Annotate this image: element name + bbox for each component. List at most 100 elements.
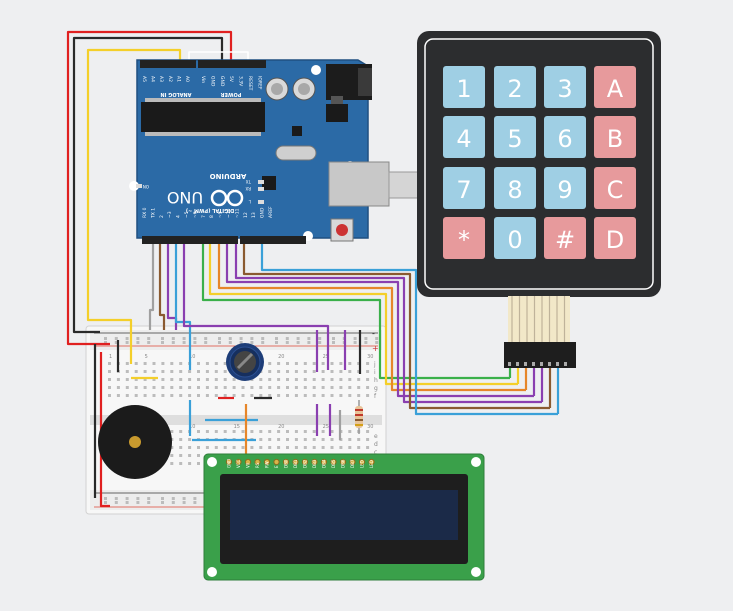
digital-pin: ~10 xyxy=(226,208,232,218)
key-0[interactable]: 0 xyxy=(494,217,536,259)
wire-green-d7 xyxy=(201,244,510,380)
lcd-pin-label: VCC xyxy=(236,459,241,468)
lcd-pin-label: DB1 xyxy=(293,459,298,468)
analog-pin-a2: A2 xyxy=(167,76,173,82)
rail-plus-label: + xyxy=(372,344,379,353)
svg-text:A: A xyxy=(607,75,624,103)
wire-purple-d11 xyxy=(234,244,542,404)
digital-pin: ~3 xyxy=(167,211,173,218)
wire-purple-d6 xyxy=(182,244,330,370)
wire-red-rail-left xyxy=(99,352,110,508)
column-number: 10 xyxy=(189,424,195,430)
lcd-pin-label: RW xyxy=(265,461,270,468)
power-pin: GND xyxy=(209,76,215,87)
key-c[interactable]: C xyxy=(594,167,636,209)
digital-pin: TX 1 xyxy=(150,208,156,219)
analog-pin-a5: A5 xyxy=(141,76,147,82)
svg-text:9: 9 xyxy=(557,176,572,204)
svg-text:#: # xyxy=(555,226,575,254)
key-7[interactable]: 7 xyxy=(443,167,485,209)
power-pin: RESET xyxy=(247,76,253,91)
wire-brown-d3 xyxy=(158,244,166,330)
lcd-pin-label: DB3 xyxy=(312,459,317,468)
arduino-uno[interactable]: ANALOG IN POWER ARDUINO UNO DIGITAL (PWM… xyxy=(129,59,422,244)
key-d[interactable]: D xyxy=(594,217,636,259)
row-letter-f: f xyxy=(374,393,377,400)
key-3[interactable]: 3 xyxy=(544,66,586,108)
key-6[interactable]: 6 xyxy=(544,116,586,158)
svg-text:B: B xyxy=(607,125,623,153)
row-letter-c: c xyxy=(374,449,377,456)
lcd-pin-label: DB4 xyxy=(322,459,327,468)
arduino-model: UNO xyxy=(167,188,203,207)
analog-pin-a3: A3 xyxy=(158,76,164,82)
wire-brown-d12 xyxy=(242,244,550,410)
svg-text:1: 1 xyxy=(456,75,471,103)
digital-pin: 12 xyxy=(243,212,249,218)
power-label: POWER xyxy=(221,91,242,97)
row-letter-e: e xyxy=(374,433,378,440)
row-letter-d: d xyxy=(374,441,378,448)
lcd-pin-label: DB7 xyxy=(350,459,355,468)
wire-purple-d10 xyxy=(225,244,534,398)
lcd-pin-label: DB5 xyxy=(331,459,336,468)
key-star[interactable]: * xyxy=(443,217,485,259)
svg-text:D: D xyxy=(606,226,624,254)
wire-grey-d2 xyxy=(148,244,155,330)
key-1[interactable]: 1 xyxy=(443,66,485,108)
potentiometer[interactable] xyxy=(226,343,264,381)
digital-pin: ~5 xyxy=(184,211,190,218)
lcd-pin-label: DB0 xyxy=(284,459,289,468)
lcd-pin-label: E xyxy=(274,465,279,468)
power-pin: Vin xyxy=(200,76,206,83)
svg-text:*: * xyxy=(458,226,470,254)
key-hash[interactable]: # xyxy=(544,217,586,259)
key-4[interactable]: 4 xyxy=(443,116,485,158)
key-a[interactable]: A xyxy=(594,66,636,108)
key-8[interactable]: 8 xyxy=(494,167,536,209)
key-2[interactable]: 2 xyxy=(494,66,536,108)
digital-pin: ~11 xyxy=(234,208,240,218)
wire-yellow-a0 xyxy=(86,48,182,364)
lcd-pin-label: LED xyxy=(369,460,374,468)
analog-pin-a4: A4 xyxy=(150,76,156,82)
column-number: 5 xyxy=(145,354,148,360)
key-b[interactable]: B xyxy=(594,116,636,158)
led-label-on: ON xyxy=(143,184,149,189)
svg-text:0: 0 xyxy=(507,226,522,254)
piezo-buzzer[interactable] xyxy=(98,405,172,479)
digital-pin: 2 xyxy=(159,215,165,218)
digital-pin: AREF xyxy=(268,206,274,218)
digital-label: DIGITAL (PWM ~) xyxy=(186,207,234,213)
key-5[interactable]: 5 xyxy=(494,116,536,158)
arduino-logo xyxy=(210,189,244,207)
power-pin: GND xyxy=(219,76,225,87)
row-letter-i: i xyxy=(374,369,376,376)
column-number: 20 xyxy=(278,354,284,360)
key-9[interactable]: 9 xyxy=(544,167,586,209)
wire-black-gnd xyxy=(72,36,224,334)
wire-white-a xyxy=(188,51,249,66)
wire-blue-d13 xyxy=(260,244,558,416)
column-number: 15 xyxy=(234,424,240,430)
lcd-pin-label: DB2 xyxy=(303,459,308,468)
analog-pin-a1: A1 xyxy=(175,76,181,82)
column-number: 1 xyxy=(109,354,112,360)
reset-button[interactable] xyxy=(330,218,354,242)
power-pin: 5V xyxy=(228,76,234,83)
wire-yellow-d8 xyxy=(208,244,518,386)
svg-text:7: 7 xyxy=(456,176,471,204)
wire-red-5v xyxy=(66,30,233,346)
row-letter-g: g xyxy=(374,385,378,392)
lcd-pin-label: DB6 xyxy=(341,459,346,468)
resistor[interactable] xyxy=(355,400,363,434)
lcd-pin-label: V0 xyxy=(246,462,251,468)
wire-orange-d9 xyxy=(217,244,526,392)
row-letter-h: h xyxy=(374,377,378,384)
